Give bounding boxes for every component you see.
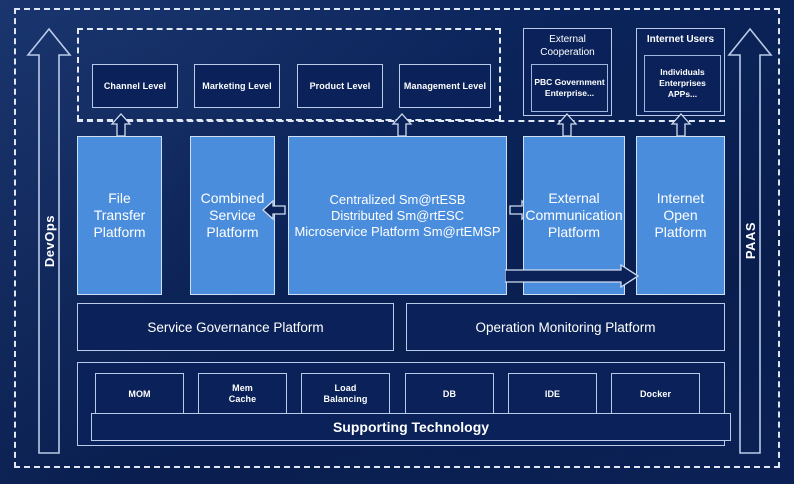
platform-combined-service-line2: Service — [209, 207, 256, 223]
internet-users-inner-line1: Individuals — [660, 67, 705, 77]
devops-arrow: DevOps — [26, 26, 72, 456]
operation-monitoring-platform[interactable]: Operation Monitoring Platform — [406, 303, 725, 351]
platform-file-transfer-line3: Platform — [93, 224, 146, 240]
platform-combined-service-line1: Combined — [200, 190, 265, 206]
external-cooperation-title: External Cooperation — [524, 33, 611, 59]
internet-users-inner-box[interactable]: Individuals Enterprises APPs... — [644, 55, 721, 112]
platform-internet-open-label: Internet Open Platform — [654, 190, 706, 241]
platform-core-esb-label: Centralized Sm@rtESB Distributed Sm@rtES… — [294, 192, 500, 240]
support-box-mem-cache-line2: Cache — [228, 394, 257, 404]
internet-users-title: Internet Users — [646, 34, 715, 45]
platform-file-transfer-line2: Transfer — [93, 207, 146, 223]
support-box-load-balancing-line1: Load — [334, 383, 357, 393]
support-box-docker-line1: Docker — [639, 388, 672, 399]
platform-core-line2: Distributed Sm@rtESC — [330, 207, 465, 223]
platform-combined-service-line3: Platform — [206, 224, 259, 240]
platform-file-transfer-label: File Transfer Platform — [93, 190, 145, 241]
support-box-ide-line1: IDE — [544, 388, 561, 399]
up-arrow-internet-open — [670, 113, 692, 137]
up-arrow-core-platform — [391, 113, 413, 137]
platform-internet-open-line3: Platform — [654, 224, 707, 240]
devops-label: DevOps — [41, 214, 57, 268]
level-label-channel: Channel Level — [103, 80, 167, 91]
external-cooperation-title-line2: Cooperation — [540, 47, 595, 58]
support-box-mom[interactable]: MOM — [95, 373, 184, 415]
platform-combined-service[interactable]: Combined Service Platform — [190, 136, 275, 295]
external-cooperation-inner-box[interactable]: PBC Government Enterprise... — [531, 64, 608, 112]
service-governance-platform-label: Service Governance Platform — [147, 319, 324, 335]
up-arrow-external-communication — [556, 113, 578, 137]
support-box-ide[interactable]: IDE — [508, 373, 597, 415]
platform-core-line1: Centralized Sm@rtESB — [329, 191, 466, 207]
service-governance-platform[interactable]: Service Governance Platform — [77, 303, 394, 351]
outer-dashed-frame — [14, 8, 780, 468]
platform-core-esb[interactable]: Centralized Sm@rtESB Distributed Sm@rtES… — [288, 136, 507, 295]
platform-file-transfer-line1: File — [108, 190, 131, 206]
chevron-left-icon — [262, 199, 286, 221]
paas-label: PAAS — [742, 222, 758, 260]
paas-arrow: PAAS — [727, 26, 773, 456]
external-cooperation-inner-line1: PBC Government — [534, 77, 605, 87]
internet-users-box[interactable]: Internet Users Individuals Enterprises A… — [636, 28, 725, 116]
support-box-mem-cache-line1: Mem — [232, 383, 253, 393]
platform-internet-open-line1: Internet — [656, 190, 705, 206]
internet-users-inner-line2: Enterprises — [659, 78, 706, 88]
supporting-technology-banner[interactable]: Supporting Technology — [91, 413, 731, 441]
level-box-marketing[interactable]: Marketing Level — [194, 64, 280, 108]
platform-external-communication-line3: Platform — [547, 224, 601, 240]
platform-external-communication-line1: External — [548, 190, 600, 206]
platform-combined-service-label: Combined Service Platform — [201, 190, 265, 241]
support-box-db[interactable]: DB — [405, 373, 494, 415]
support-box-docker[interactable]: Docker — [611, 373, 700, 415]
platform-external-communication-line2: Communication — [525, 207, 623, 223]
external-cooperation-box[interactable]: External Cooperation PBC Government Ente… — [523, 28, 612, 116]
platform-external-communication-label: External Communication Platform — [525, 190, 622, 241]
level-box-management[interactable]: Management Level — [399, 64, 491, 108]
support-box-mem-cache[interactable]: Mem Cache — [198, 373, 287, 415]
up-arrow-file-transfer — [110, 113, 132, 137]
level-label-product: Product Level — [309, 80, 371, 91]
external-cooperation-title-line1: External — [549, 34, 586, 45]
external-cooperation-inner-line2: Enterprise... — [544, 88, 595, 98]
support-box-mom-line1: MOM — [128, 388, 151, 399]
support-box-db-line1: DB — [442, 388, 457, 399]
platform-file-transfer[interactable]: File Transfer Platform — [77, 136, 162, 295]
operation-monitoring-platform-label: Operation Monitoring Platform — [475, 319, 656, 335]
support-box-load-balancing[interactable]: Load Balancing — [301, 373, 390, 415]
platform-internet-open[interactable]: Internet Open Platform — [636, 136, 725, 295]
platform-external-communication[interactable]: External Communication Platform — [523, 136, 625, 295]
level-label-management: Management Level — [403, 80, 487, 91]
level-box-channel[interactable]: Channel Level — [92, 64, 178, 108]
platform-core-line3: Microservice Platform Sm@rtEMSP — [294, 223, 501, 239]
support-box-load-balancing-line2: Balancing — [323, 394, 368, 404]
supporting-technology-banner-label: Supporting Technology — [332, 419, 490, 435]
flow-arrow-core-to-internet-open — [505, 264, 639, 288]
internet-users-inner-line3: APPs... — [667, 89, 698, 99]
level-box-product[interactable]: Product Level — [297, 64, 383, 108]
platform-internet-open-line2: Open — [663, 207, 698, 223]
level-label-marketing: Marketing Level — [202, 80, 272, 91]
